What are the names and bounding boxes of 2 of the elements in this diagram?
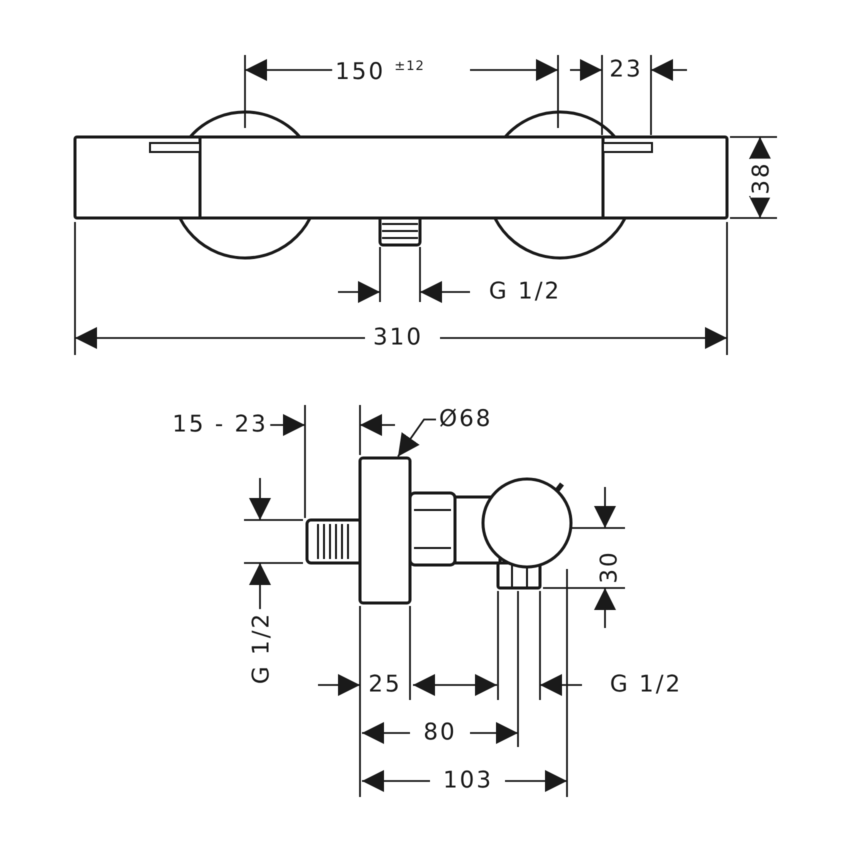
dimension-text: 38 [750,158,774,198]
leader-line [397,418,436,458]
